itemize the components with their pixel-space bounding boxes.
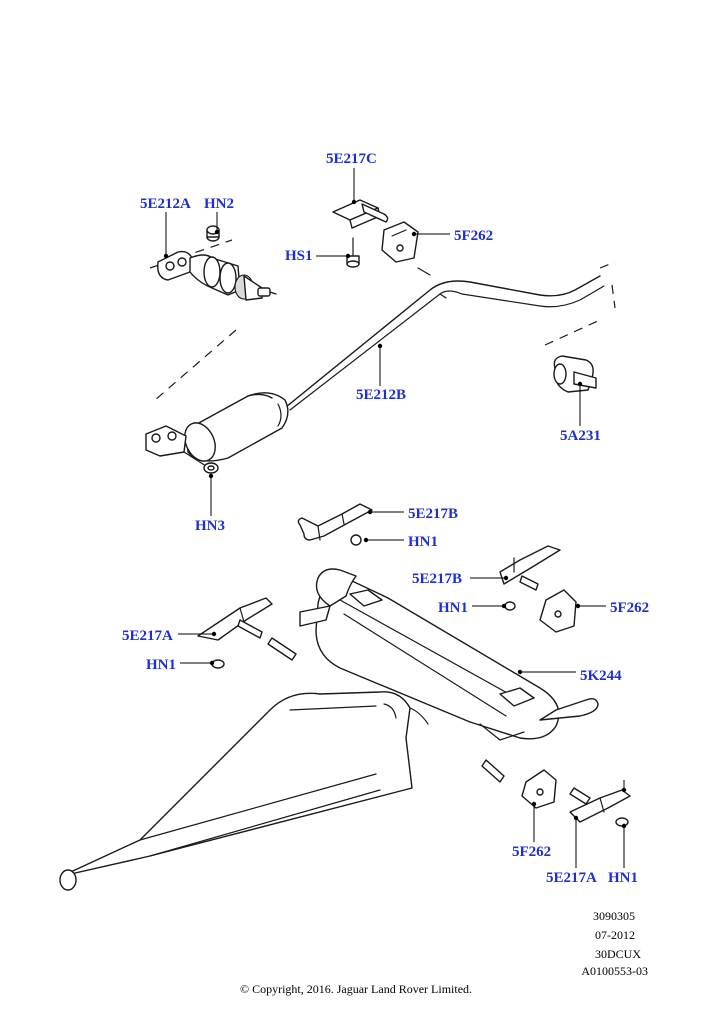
alignment-guides (149, 239, 616, 401)
callout-labels: 5E217C 5E212A HN2 HS1 5F262 5E212B 5A231… (122, 151, 649, 886)
insulator-5F262-top (381, 221, 419, 263)
ref-code: 30DCUX (595, 947, 641, 961)
copyright: © Copyright, 2016. Jaguar Land Rover Lim… (240, 982, 472, 996)
callout-5E212B: 5E212B (356, 387, 406, 403)
reference-block: 3090305 07-2012 30DCUX A0100553-03 © Cop… (240, 909, 648, 996)
front-pipe-5E212A (157, 250, 277, 301)
leader-lines (163, 168, 627, 868)
callout-HN2: HN2 (204, 196, 234, 212)
intermediate-pipe-5E212B (269, 267, 605, 421)
clamp-5A231 (553, 355, 597, 393)
callout-5A231: 5A231 (560, 428, 601, 444)
ref-number: 3090305 (593, 909, 635, 923)
callout-5F262-bottom: 5F262 (512, 844, 551, 860)
bracket-5E217A-right (569, 787, 631, 827)
callout-5E217C: 5E217C (326, 151, 377, 167)
nut-HN3 (203, 462, 219, 474)
callout-5E217B-upper: 5E217B (408, 506, 458, 522)
callout-HN1-upper: HN1 (408, 534, 438, 550)
bolt-HS1 (346, 237, 360, 268)
callout-HN1-bottom: HN1 (608, 870, 638, 886)
rear-silencer-5K244 (267, 568, 599, 783)
callout-5E217A-left: 5E217A (122, 628, 173, 644)
illustration-id: A0100553-03 (581, 964, 648, 978)
callout-5K244: 5K244 (580, 668, 622, 684)
catalytic-converter (145, 392, 289, 467)
callout-5E217B-right: 5E217B (412, 571, 462, 587)
callout-HN1-left: HN1 (146, 657, 176, 673)
insulator-5F262-bottom (521, 769, 557, 809)
bracket-5E217C (332, 199, 389, 229)
bracket-5E217A-left (197, 597, 273, 669)
callout-HS1: HS1 (285, 248, 313, 264)
callout-5F262-top: 5F262 (454, 228, 493, 244)
ref-date: 07-2012 (595, 928, 635, 942)
callout-5F262-mid: 5F262 (610, 600, 649, 616)
insulator-5F262-mid (539, 589, 577, 633)
callout-HN1-right: HN1 (438, 600, 468, 616)
callout-HN3: HN3 (195, 518, 225, 534)
callout-5E212A: 5E212A (140, 196, 191, 212)
callout-5E217A-right: 5E217A (546, 870, 597, 886)
tail-pipe (59, 691, 429, 891)
bracket-5E217B-upper (297, 503, 373, 546)
